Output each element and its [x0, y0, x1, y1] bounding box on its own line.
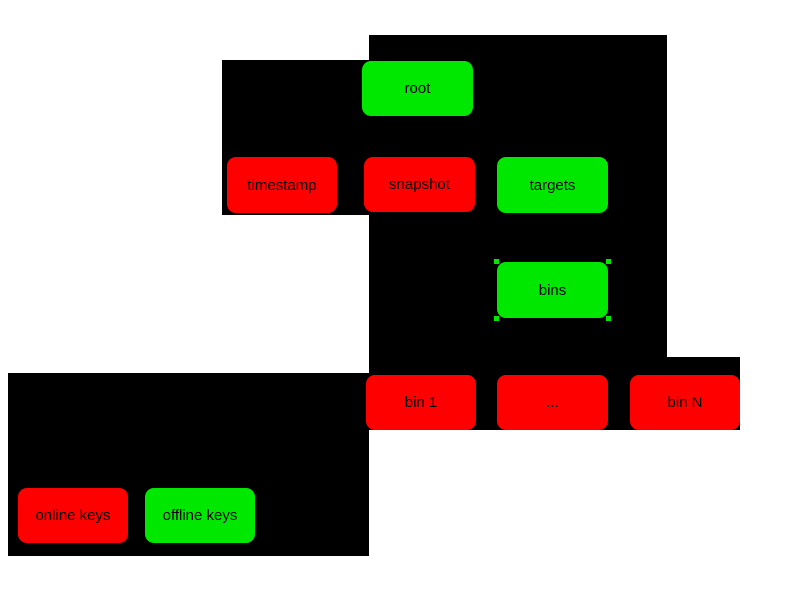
node-timestamp[interactable]: timestamp: [227, 157, 337, 213]
node-label-root: root: [404, 80, 431, 97]
node-bin-n[interactable]: bin N: [630, 375, 740, 430]
node-label-bin-n: bin N: [667, 394, 703, 411]
node-offline-keys[interactable]: offline keys: [145, 488, 255, 543]
node-bin-1[interactable]: bin 1: [366, 375, 476, 430]
node-label-online-keys: online keys: [35, 507, 111, 524]
node-targets[interactable]: targets: [497, 157, 608, 213]
node-label-bins: bins: [538, 281, 567, 299]
node-label-bin-1: bin 1: [404, 394, 438, 411]
node-label-targets: targets: [529, 176, 576, 194]
node-online-keys[interactable]: online keys: [18, 488, 128, 543]
node-root[interactable]: root: [362, 61, 473, 116]
node-label-offline-keys: offline keys: [162, 507, 238, 524]
node-label-snapshot: snapshot: [389, 176, 450, 193]
node-bins[interactable]: bins: [494, 259, 611, 321]
node-bin-ellipsis[interactable]: ...: [497, 375, 608, 430]
node-label-bin-ellipsis: ...: [546, 394, 559, 411]
node-snapshot[interactable]: snapshot: [364, 157, 475, 212]
node-label-timestamp: timestamp: [247, 176, 317, 194]
